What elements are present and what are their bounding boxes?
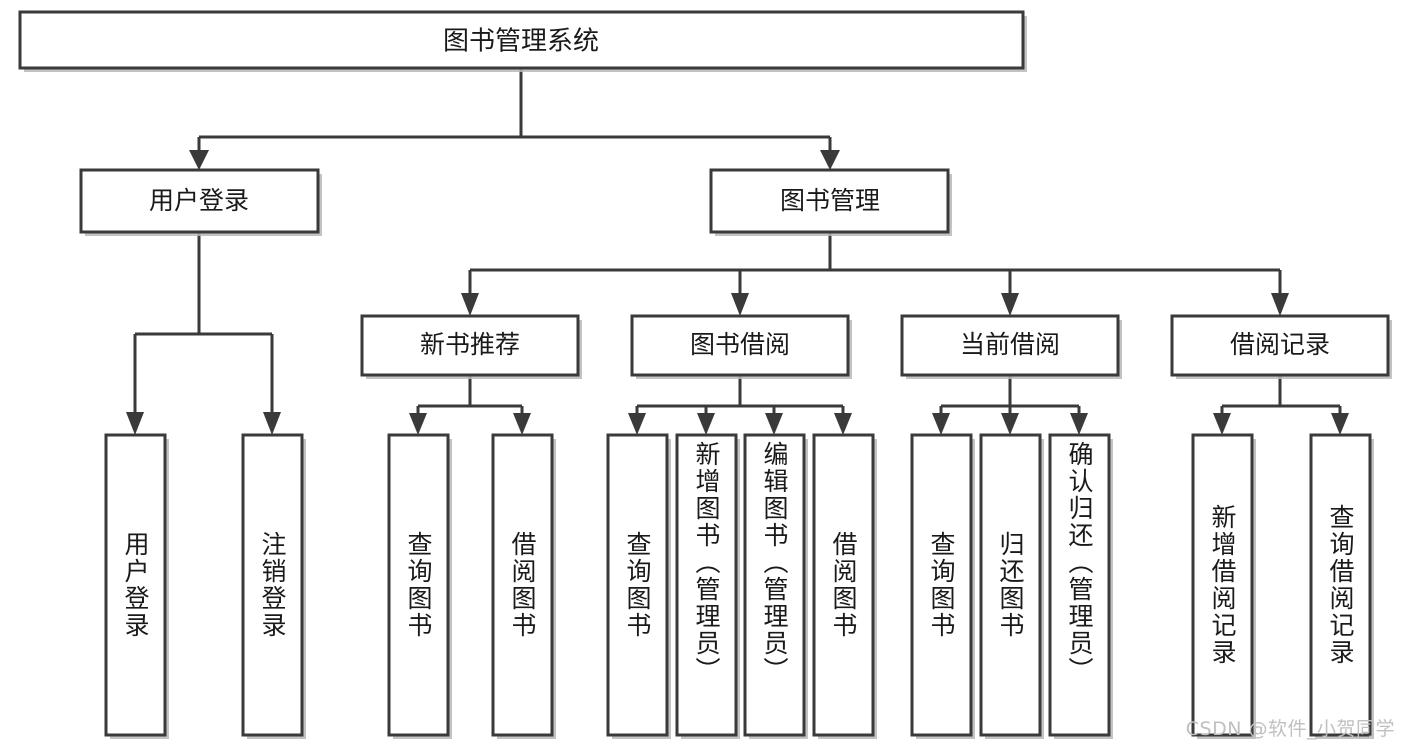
leaf-query-book-2-box[interactable]: [606, 433, 669, 737]
arrow-to-leaf-query-book-3: [932, 413, 950, 435]
node-borrow-record-label: 借阅记录: [1230, 330, 1330, 359]
node-root-label: 图书管理系统: [443, 27, 599, 57]
node-root[interactable]: 图书管理系统: [18, 10, 1027, 72]
leaf-edit-book-box[interactable]: [743, 433, 806, 737]
leaf-query-book-1-box[interactable]: [387, 433, 450, 737]
arrow-to-leaf-borrow-book-1: [513, 413, 531, 435]
arrow-to-user-login: [189, 150, 209, 170]
node-new-book-recommend-label: 新书推荐: [420, 330, 520, 359]
node-new-book-recommend-box[interactable]: [360, 314, 580, 377]
node-book-manage-box[interactable]: [709, 168, 950, 234]
leaf-user-logout-box[interactable]: [241, 433, 304, 737]
arrow-to-leaf-borrow-book-2: [834, 413, 852, 435]
connector-layer: [126, 68, 1349, 435]
node-layer: 图书管理系统 用户登录 图书管理 新书推荐: [18, 10, 1392, 739]
arrow-to-leaf-user-logout: [263, 412, 281, 435]
node-current-borrow[interactable]: 当前借阅: [900, 314, 1122, 379]
arrow-to-leaf-query-record: [1331, 413, 1349, 435]
leaf-query-record-box[interactable]: [1309, 433, 1372, 737]
node-book-borrow-label: 图书借阅: [690, 330, 790, 359]
node-book-borrow-box[interactable]: [630, 314, 850, 377]
leaf-query-book-3-box[interactable]: [910, 433, 973, 737]
leaf-boxes: [104, 433, 1374, 739]
arrow-to-leaf-confirm-return: [1070, 413, 1088, 435]
leaf-add-book-box[interactable]: [675, 433, 738, 737]
arrow-to-leaf-add-book: [697, 413, 715, 435]
node-borrow-record-box[interactable]: [1170, 314, 1390, 377]
arrow-to-book-manage: [820, 150, 840, 170]
arrow-to-leaf-add-record: [1213, 413, 1231, 435]
leaf-add-record-box[interactable]: [1191, 433, 1254, 737]
leaf-return-book-box[interactable]: [979, 433, 1042, 737]
arrow-to-leaf-user-login: [126, 412, 144, 435]
node-current-borrow-box[interactable]: [900, 314, 1120, 377]
node-new-book-recommend[interactable]: 新书推荐: [360, 314, 582, 379]
leaf-user-login-box[interactable]: [104, 433, 167, 737]
node-book-borrow[interactable]: 图书借阅: [630, 314, 852, 379]
arrow-to-new-book-recommend: [461, 293, 479, 316]
arrow-to-leaf-edit-book: [765, 413, 783, 435]
node-book-manage[interactable]: 图书管理: [709, 168, 952, 236]
arrow-to-leaf-query-book-2: [628, 413, 646, 435]
node-book-manage-label: 图书管理: [780, 186, 880, 215]
arrow-to-leaf-query-book-1: [409, 413, 427, 435]
leaf-confirm-return-box[interactable]: [1048, 433, 1111, 737]
arrow-to-borrow-record: [1271, 293, 1289, 316]
arrow-to-current-borrow: [1001, 293, 1019, 316]
csdn-watermark: CSDN @软件_小贺同学: [1185, 718, 1395, 740]
leaf-borrow-book-1-box[interactable]: [491, 433, 554, 737]
arrow-to-leaf-return-book: [1001, 413, 1019, 435]
node-root-box[interactable]: [18, 10, 1025, 70]
arrow-to-book-borrow: [731, 293, 749, 316]
node-current-borrow-label: 当前借阅: [960, 330, 1060, 359]
node-borrow-record[interactable]: 借阅记录: [1170, 314, 1392, 379]
leaf-borrow-book-2-box[interactable]: [812, 433, 875, 737]
node-user-login[interactable]: 用户登录: [79, 168, 322, 236]
node-user-login-label: 用户登录: [149, 186, 249, 215]
node-user-login-box[interactable]: [79, 168, 320, 234]
